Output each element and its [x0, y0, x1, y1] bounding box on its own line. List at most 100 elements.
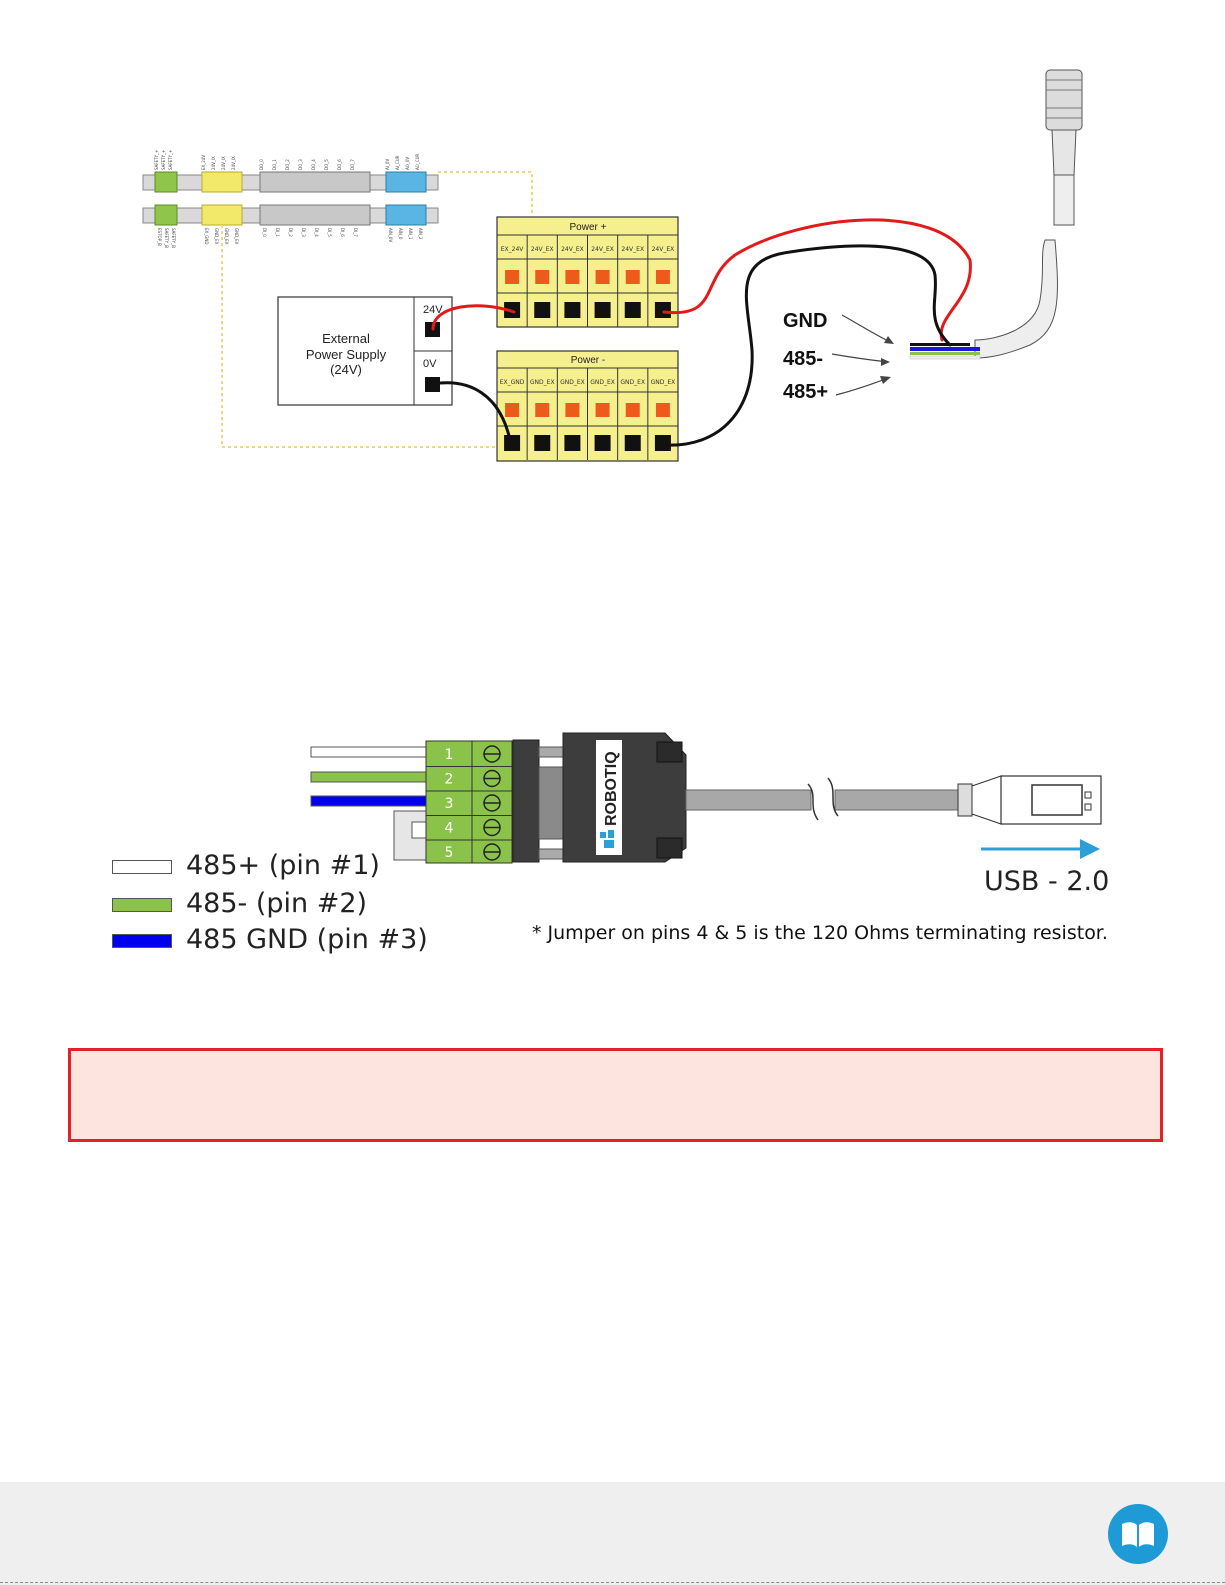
controller-pin-label: DI_0	[262, 228, 267, 237]
controller-pin-label: GND_EX	[224, 228, 229, 245]
power-plus-terminal-label: 24V_EX	[621, 246, 644, 253]
controller-pin-label: DO_0	[259, 159, 264, 170]
power-minus-release-tab	[565, 403, 580, 417]
legend-swatch-485-plus	[112, 860, 172, 874]
controller-pin-label: SAFETY_B	[164, 228, 169, 248]
power-plus-wire-slot	[564, 302, 581, 318]
supply-label-3: (24V)	[330, 362, 362, 377]
power-minus-wire-slot	[564, 435, 581, 451]
controller-pin-label: AO_CUR	[415, 153, 420, 170]
brand-robotiq: ROBOTIQ	[603, 751, 620, 826]
power-plus-release-tab	[505, 270, 520, 284]
power-minus-release-tab	[655, 403, 670, 417]
controller-pin-label: DI_3	[301, 228, 306, 237]
controller-pin-label: AI_0V	[385, 159, 390, 170]
warning-box	[68, 1048, 1163, 1142]
power-minus-terminal-block: Power - EX_GND GND_EX GND_EX GND_EX GND_EX GN…	[496, 350, 679, 462]
power-minus-wire-slot	[654, 435, 671, 451]
callout-485-plus: 485+	[783, 381, 828, 403]
controller-pin-label: AI_CUR	[395, 155, 400, 170]
controller-pin-label: DO_2	[285, 159, 290, 170]
controller-pin-label: AIN_0	[398, 228, 403, 240]
power-plus-release-tab	[655, 270, 670, 284]
power-plus-wire-slot	[594, 302, 611, 318]
power-minus-release-tab	[595, 403, 610, 417]
controller-pin-label: DO_7	[350, 159, 355, 170]
power-minus-wire-slot	[504, 435, 521, 451]
controller-pin-label: 24V_IX	[211, 156, 216, 170]
controller-pin-label: DI_7	[353, 228, 358, 237]
controller-pin-label: AO_0V	[405, 157, 410, 170]
controller-pin-label: AIN_2	[418, 228, 423, 240]
power-plus-release-tab	[595, 270, 610, 284]
footer-divider	[0, 1582, 1225, 1583]
legend-label-485-gnd: 485 GND (pin #3)	[186, 924, 428, 955]
power-minus-title: Power -	[571, 355, 605, 366]
book-icon[interactable]	[1108, 1504, 1168, 1564]
pin-number-1: 1	[445, 747, 454, 763]
controller-pin-label: DO_1	[272, 159, 277, 170]
page-footer	[0, 1482, 1225, 1585]
power-minus-terminal-label: GND_EX	[590, 379, 615, 386]
supply-terminal-0v: 0V	[423, 358, 437, 370]
wire-callouts: GND 485- 485+	[783, 310, 894, 403]
controller-pin-label: AIN_1	[408, 228, 413, 240]
power-plus-release-tab	[535, 270, 550, 284]
power-minus-terminal-label: GND_EX	[560, 379, 585, 386]
controller-pin-label: EX_GND	[204, 228, 209, 244]
controller-pin-label: 24V_IX	[231, 156, 236, 170]
legend-swatch-485-gnd	[112, 934, 172, 948]
power-plus-wire-slot	[624, 302, 641, 318]
power-minus-wire-slot	[594, 435, 611, 451]
controller-pin-label: DO_6	[337, 159, 342, 170]
pin-number-3: 3	[445, 796, 454, 812]
usb-adapter-diagram: 1 2 3 4 5 ROBOTIQ	[310, 732, 1102, 864]
power-minus-release-tab	[505, 403, 520, 417]
controller-pin-label: DO_3	[298, 159, 303, 170]
power-minus-terminal-label: GND_EX	[530, 379, 555, 386]
power-plus-release-tab	[565, 270, 580, 284]
supply-label-2: Power Supply	[306, 347, 387, 362]
pin-number-5: 5	[445, 845, 454, 861]
power-plus-release-tab	[625, 270, 640, 284]
power-plus-terminal-label: 24V_EX	[561, 246, 584, 253]
controller-pin-label: ESTOP_B	[157, 228, 162, 246]
power-minus-terminal-label: GND_EX	[620, 379, 645, 386]
controller-pin-label: DI_1	[275, 228, 280, 237]
power-minus-release-tab	[535, 403, 550, 417]
pin-number-4: 4	[445, 821, 454, 837]
robotiq-logo-icon	[600, 830, 614, 848]
controller-pin-label: DI_2	[288, 228, 293, 237]
external-power-supply: External Power Supply (24V) 24V 0V	[277, 296, 453, 406]
controller-pin-label: SAFETY_+	[168, 150, 173, 170]
legend-label-485-plus: 485+ (pin #1)	[186, 850, 380, 881]
controller-pin-label: DO_4	[311, 159, 316, 170]
controller-pin-label: GND_EX	[234, 228, 239, 245]
power-plus-terminal-label: 24V_EX	[591, 246, 614, 253]
callout-485-minus: 485-	[783, 348, 823, 370]
usb-plug	[957, 775, 1102, 825]
controller-pin-label: 24V_IX	[221, 156, 226, 170]
supply-terminal-24v: 24V	[423, 304, 443, 316]
power-plus-terminal-label: 24V_EX	[531, 246, 554, 253]
controller-pin-label: GND_EX	[214, 228, 219, 245]
controller-pin-label: DI_6	[340, 228, 345, 237]
sensor-cable	[909, 69, 1083, 360]
controller-pin-label: SAFETY_+	[154, 150, 159, 170]
power-plus-title: Power +	[570, 222, 607, 233]
pin-terminal-block: 1 2 3 4 5	[425, 740, 513, 864]
legend-swatch-485-minus	[112, 898, 172, 912]
supply-label-1: External	[322, 331, 370, 346]
legend-label-485-minus: 485- (pin #2)	[186, 888, 368, 919]
pin-number-2: 2	[445, 772, 454, 788]
controller-pin-label: SAFETY_+	[161, 150, 166, 170]
usb-direction-arrow	[981, 839, 1100, 859]
controller-pin-label: EX_24V	[201, 155, 206, 170]
power-minus-terminal-label: GND_EX	[651, 379, 676, 386]
controller-pin-label: SAFETY_B	[171, 228, 176, 248]
power-minus-terminal-label: EX_GND	[500, 379, 525, 386]
usb-label: USB - 2.0	[984, 866, 1110, 897]
